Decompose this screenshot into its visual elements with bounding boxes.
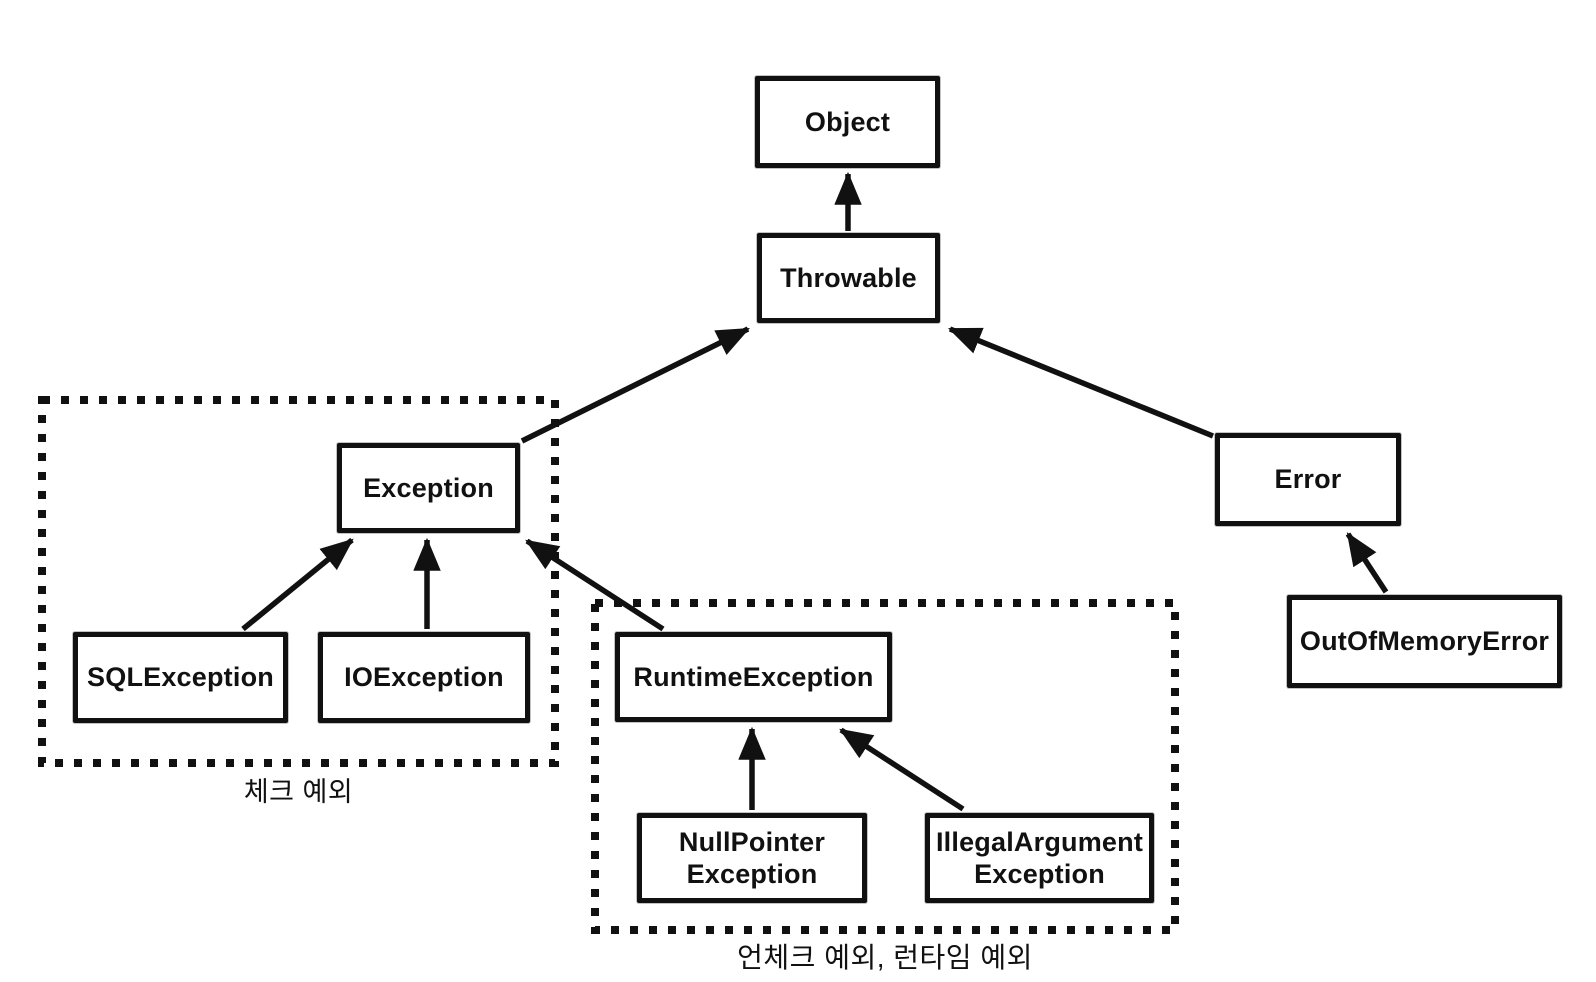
unchecked-exception-group-border — [591, 599, 1179, 934]
node-sqlexception: SQLException — [73, 632, 288, 723]
edge-runtimeexception-to-exception — [525, 538, 665, 632]
node-sqlexception-label: SQLException — [87, 662, 274, 693]
node-throwable: Throwable — [757, 233, 940, 323]
node-outofmemoryerror-label: OutOfMemoryError — [1299, 626, 1550, 657]
node-error: Error — [1215, 433, 1401, 526]
node-ioexception: IOException — [318, 632, 530, 723]
node-runtimeexception: RuntimeException — [615, 632, 892, 722]
edge-outofmemoryerror-to-error — [1345, 532, 1389, 594]
node-nullpointerexception-label: NullPointer Exception — [678, 826, 826, 889]
edge-error-to-throwable — [947, 326, 1215, 439]
node-ioexception-label: IOException — [344, 662, 504, 693]
unchecked-exception-group-label: 언체크 예외, 런타임 예외 — [737, 942, 1033, 973]
node-exception-label: Exception — [363, 472, 494, 503]
edge-sqlexception-to-exception — [241, 537, 354, 632]
node-outofmemoryerror: OutOfMemoryError — [1287, 595, 1562, 688]
node-illegalargumentexception: IllegalArgument Exception — [925, 813, 1154, 903]
node-throwable-label: Throwable — [780, 262, 917, 293]
node-runtimeexception-label: RuntimeException — [633, 661, 874, 692]
node-illegalargumentexception-label: IllegalArgument Exception — [935, 826, 1144, 889]
node-exception: Exception — [337, 443, 520, 533]
edge-illegalargumentexception-to-runtimeexception — [839, 727, 965, 812]
edge-exception-to-throwable — [520, 326, 750, 444]
node-object: Object — [755, 76, 940, 168]
node-error-label: Error — [1274, 464, 1342, 495]
checked-exception-group-label: 체크 예외 — [243, 777, 354, 807]
node-object-label: Object — [804, 106, 891, 137]
node-nullpointerexception: NullPointer Exception — [637, 813, 867, 903]
